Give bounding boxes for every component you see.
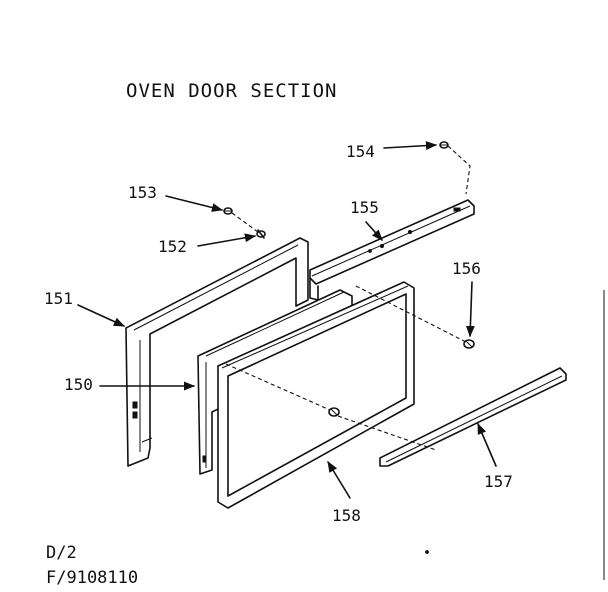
part-151-door-frame (125, 237, 309, 467)
part-155-hinge-channel (309, 199, 475, 301)
glass-center-screw (328, 407, 340, 417)
scan-speck (425, 550, 429, 554)
callout-152: 152 (158, 237, 187, 256)
callout-154: 154 (346, 142, 375, 161)
part-156-screw (463, 339, 475, 349)
callout-labels: 154 153 155 152 156 151 150 157 158 (44, 142, 513, 525)
part-157-trim-strip (379, 367, 567, 467)
callout-157: 157 (484, 472, 513, 491)
callout-158: 158 (332, 506, 361, 525)
callout-156: 156 (452, 259, 481, 278)
footer-page-code: D/2 (46, 543, 77, 563)
callout-153: 153 (128, 183, 157, 202)
part-158-glass-panel (217, 281, 415, 509)
part-154-screw (439, 141, 449, 149)
diagram-title: OVEN DOOR SECTION (126, 80, 337, 102)
callout-150: 150 (64, 375, 93, 394)
callout-155: 155 (350, 198, 379, 217)
part-153-screw (223, 207, 233, 215)
part-152-screw (256, 229, 266, 239)
leader-arrows (77, 141, 497, 499)
assembly-lines (225, 145, 471, 451)
callout-151: 151 (44, 289, 73, 308)
footer-figure-number: F/9108110 (46, 568, 138, 588)
